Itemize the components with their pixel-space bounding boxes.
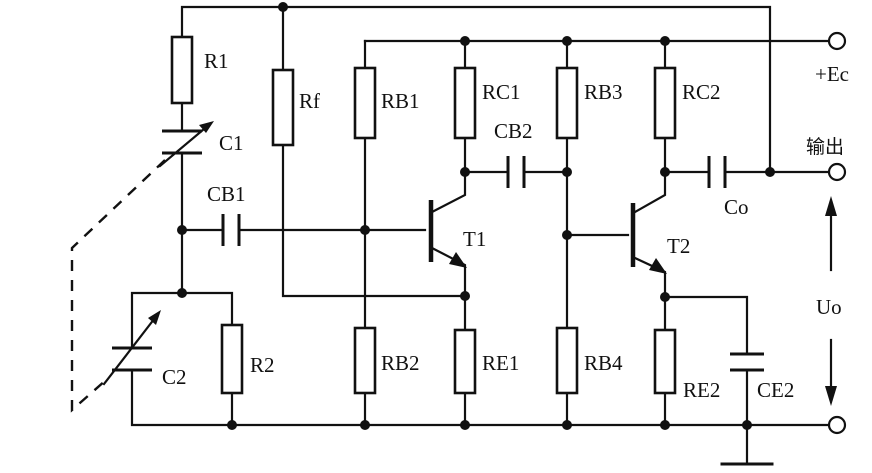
label-cb2: CB2	[494, 119, 533, 143]
resistor-rb1	[353, 66, 377, 140]
label-output: 输出	[806, 136, 844, 158]
label-c2: C2	[162, 365, 187, 389]
capacitor-ce2	[730, 352, 764, 372]
label-r1: R1	[204, 49, 229, 73]
label-rc1: RC1	[482, 80, 521, 104]
label-c1: C1	[219, 131, 244, 155]
label-uo: Uo	[816, 295, 842, 319]
label-t1: T1	[463, 227, 486, 251]
label-re1: RE1	[482, 351, 519, 375]
label-r2: R2	[250, 353, 275, 377]
label-rb4: RB4	[584, 351, 623, 375]
resistor-rc2	[653, 66, 677, 140]
capacitor-cb1	[221, 214, 241, 246]
resistor-rf	[271, 68, 295, 147]
label-cb1: CB1	[207, 182, 246, 206]
resistor-r2	[220, 323, 244, 395]
resistor-re2	[653, 328, 677, 395]
resistor-r1	[170, 35, 194, 105]
label-co: Co	[724, 195, 749, 219]
label-ce2: CE2	[757, 378, 794, 402]
label-rf: Rf	[299, 89, 320, 113]
label-rb1: RB1	[381, 89, 420, 113]
wires	[130, 5, 832, 466]
transistor-t1	[428, 200, 467, 268]
capacitor-cb2	[506, 156, 526, 188]
label-supply: +Ec	[815, 62, 849, 86]
variable-capacitor-c2	[102, 310, 161, 386]
output-terminal	[827, 162, 847, 182]
resistor-rc1	[453, 66, 477, 140]
label-re2: RE2	[683, 378, 720, 402]
resistor-rb4	[555, 326, 579, 395]
resistor-rb3	[555, 66, 579, 140]
resistor-re1	[453, 328, 477, 395]
label-t2: T2	[667, 234, 690, 258]
transistor-t2	[630, 203, 667, 274]
uo-arrows	[825, 196, 837, 406]
resistor-rb2	[353, 326, 377, 395]
supply-terminal	[827, 31, 847, 51]
label-rb2: RB2	[381, 351, 420, 375]
junction-nodes	[177, 2, 775, 430]
capacitor-co	[707, 156, 727, 188]
variable-capacitor-c1	[158, 121, 214, 168]
ganged-link	[70, 159, 166, 413]
ground-terminal	[827, 415, 847, 435]
label-rb3: RB3	[584, 80, 623, 104]
label-rc2: RC2	[682, 80, 721, 104]
